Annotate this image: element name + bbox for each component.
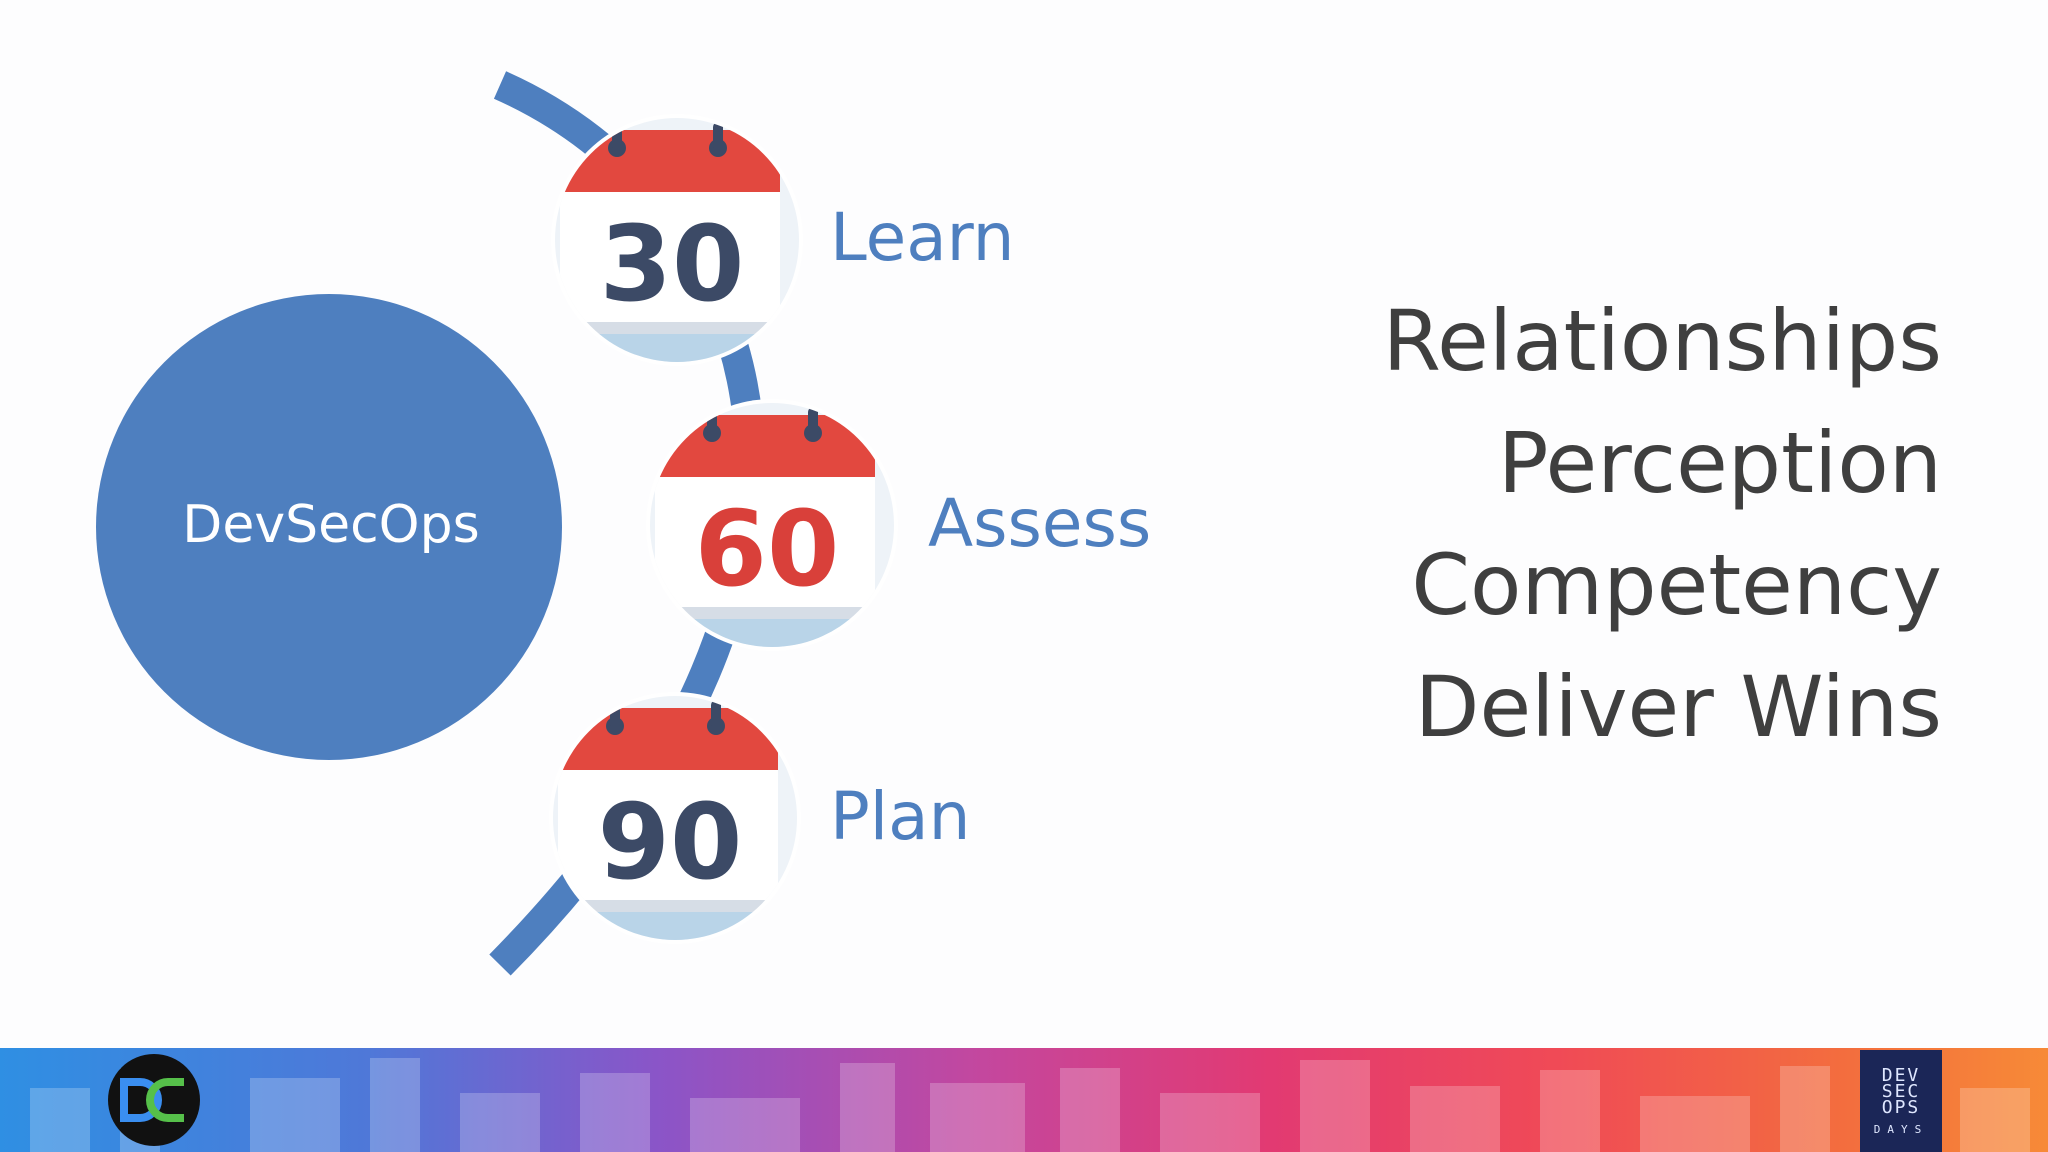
slide: 30 60 — [96, 71, 1942, 976]
logo-line-dev: DEV — [1881, 1065, 1921, 1086]
city-skyline-backdrop — [30, 1058, 2030, 1152]
logo-line-sec: SEC — [1881, 1081, 1921, 1102]
step-label-learn: Learn — [830, 199, 1015, 276]
logo-line-days: DAYS — [1873, 1123, 1929, 1136]
footer-banner — [0, 1048, 2048, 1152]
calendar-30-number: 30 — [600, 203, 745, 325]
calendar-30-icon: 30 — [551, 114, 803, 366]
calendar-60-number: 60 — [695, 488, 840, 610]
devsecops-community-logo — [108, 1054, 200, 1146]
step-label-plan: Plan — [830, 778, 971, 855]
step-label-assess: Assess — [928, 485, 1152, 562]
hub-label: DevSecOps — [182, 495, 480, 555]
maturity-diagram: 30 60 — [96, 71, 898, 976]
devsecops-days-logo: DEV SEC OPS DAYS — [1860, 1050, 1942, 1152]
calendar-90-icon: 90 — [549, 692, 801, 944]
focus-list: Relationships Perception Competency Deli… — [1383, 280, 1942, 768]
calendar-90-number: 90 — [598, 781, 743, 903]
focus-item-relationships: Relationships — [1382, 292, 1942, 390]
calendar-60-icon: 60 — [646, 399, 898, 651]
devsecops-hub-circle — [96, 294, 562, 760]
focus-item-competency: Competency — [1411, 536, 1942, 634]
focus-item-perception: Perception — [1497, 414, 1942, 512]
logo-line-ops: OPS — [1881, 1097, 1921, 1118]
focus-item-deliver-wins: Deliver Wins — [1414, 658, 1942, 756]
